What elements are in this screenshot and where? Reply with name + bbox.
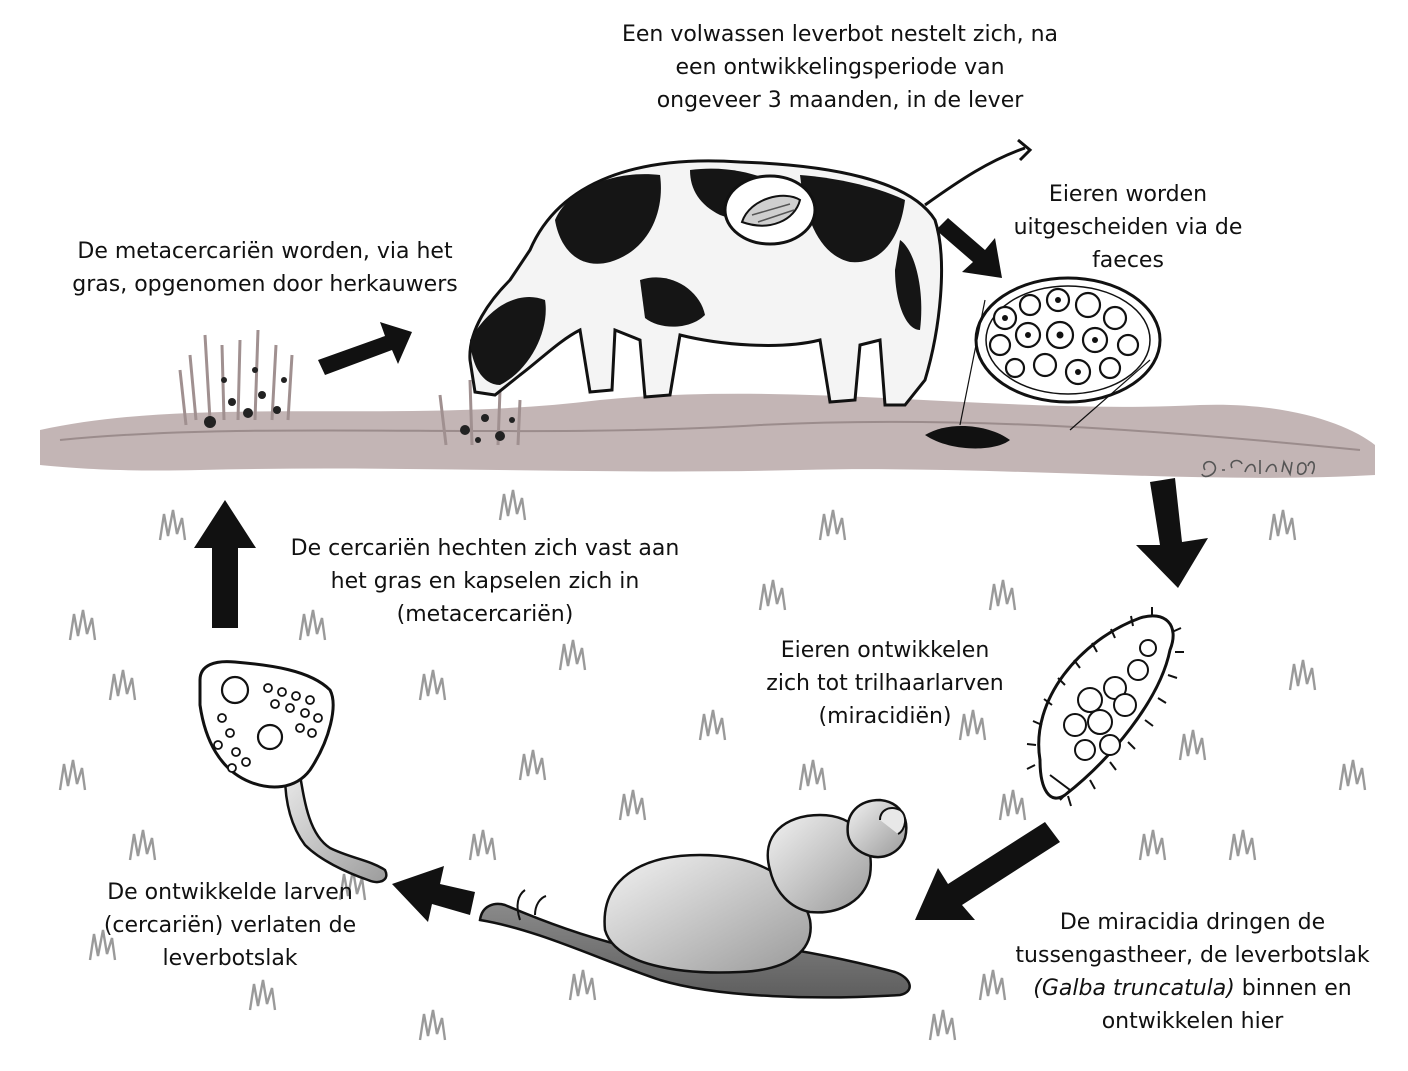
label-line: een ontwikkelingsperiode van (600, 51, 1080, 84)
label-metacercariae-eaten: De metacercariën worden, via het gras, o… (55, 235, 475, 301)
label-line: Een volwassen leverbot nestelt zich, na (600, 18, 1080, 51)
label-eggs-out: Eieren worden uitgescheiden via de faece… (1000, 178, 1256, 277)
miracidium-icon (1027, 607, 1184, 806)
label-line: ontwikkelen hier (1000, 1005, 1385, 1038)
label-line: tussengastheer, de leverbotslak (1000, 939, 1385, 972)
cycle-arrow-icon (318, 322, 412, 375)
label-line: het gras en kapselen zich in (275, 565, 695, 598)
label-line-rest: binnen en (1235, 976, 1352, 1001)
label-line: (Galba truncatula) binnen en (1000, 972, 1385, 1005)
label-line: zich tot trilhaarlarven (740, 667, 1030, 700)
cycle-arrow-icon (1136, 478, 1208, 588)
cycle-arrow-icon (194, 500, 256, 628)
label-miracidia-enter: De miracidia dringen de tussengastheer, … (1000, 906, 1385, 1038)
cycle-arrow-icon (936, 218, 1002, 278)
label-adult-fluke: Een volwassen leverbot nestelt zich, na … (600, 18, 1080, 117)
label-line: (miracidiën) (740, 700, 1030, 733)
label-line: De miracidia dringen de (1000, 906, 1385, 939)
snail-illustration (480, 800, 910, 997)
label-line: (metacercariën) (275, 598, 695, 631)
label-line: faeces (1000, 244, 1256, 277)
label-cercariae-attach: De cercariën hechten zich vast aan het g… (275, 532, 695, 631)
cercaria-icon (200, 662, 386, 882)
grass-band (40, 330, 1375, 478)
label-line: uitgescheiden via de (1000, 211, 1256, 244)
label-cercariae-leave: De ontwikkelde larven (cercariën) verlat… (85, 876, 375, 975)
label-line: Eieren worden (1000, 178, 1256, 211)
label-line: (cercariën) verlaten de (85, 909, 375, 942)
label-line: ongeveer 3 maanden, in de lever (600, 84, 1080, 117)
cycle-arrow-icon (392, 866, 475, 922)
label-line: De metacercariën worden, via het (55, 235, 475, 268)
label-line: De ontwikkelde larven (85, 876, 375, 909)
label-line: gras, opgenomen door herkauwers (55, 268, 475, 301)
label-line: Eieren ontwikkelen (740, 634, 1030, 667)
label-eggs-develop: Eieren ontwikkelen zich tot trilhaarlarv… (740, 634, 1030, 733)
label-line: leverbotslak (85, 942, 375, 975)
species-name: (Galba truncatula) (1033, 976, 1235, 1001)
label-line: De cercariën hechten zich vast aan (275, 532, 695, 565)
